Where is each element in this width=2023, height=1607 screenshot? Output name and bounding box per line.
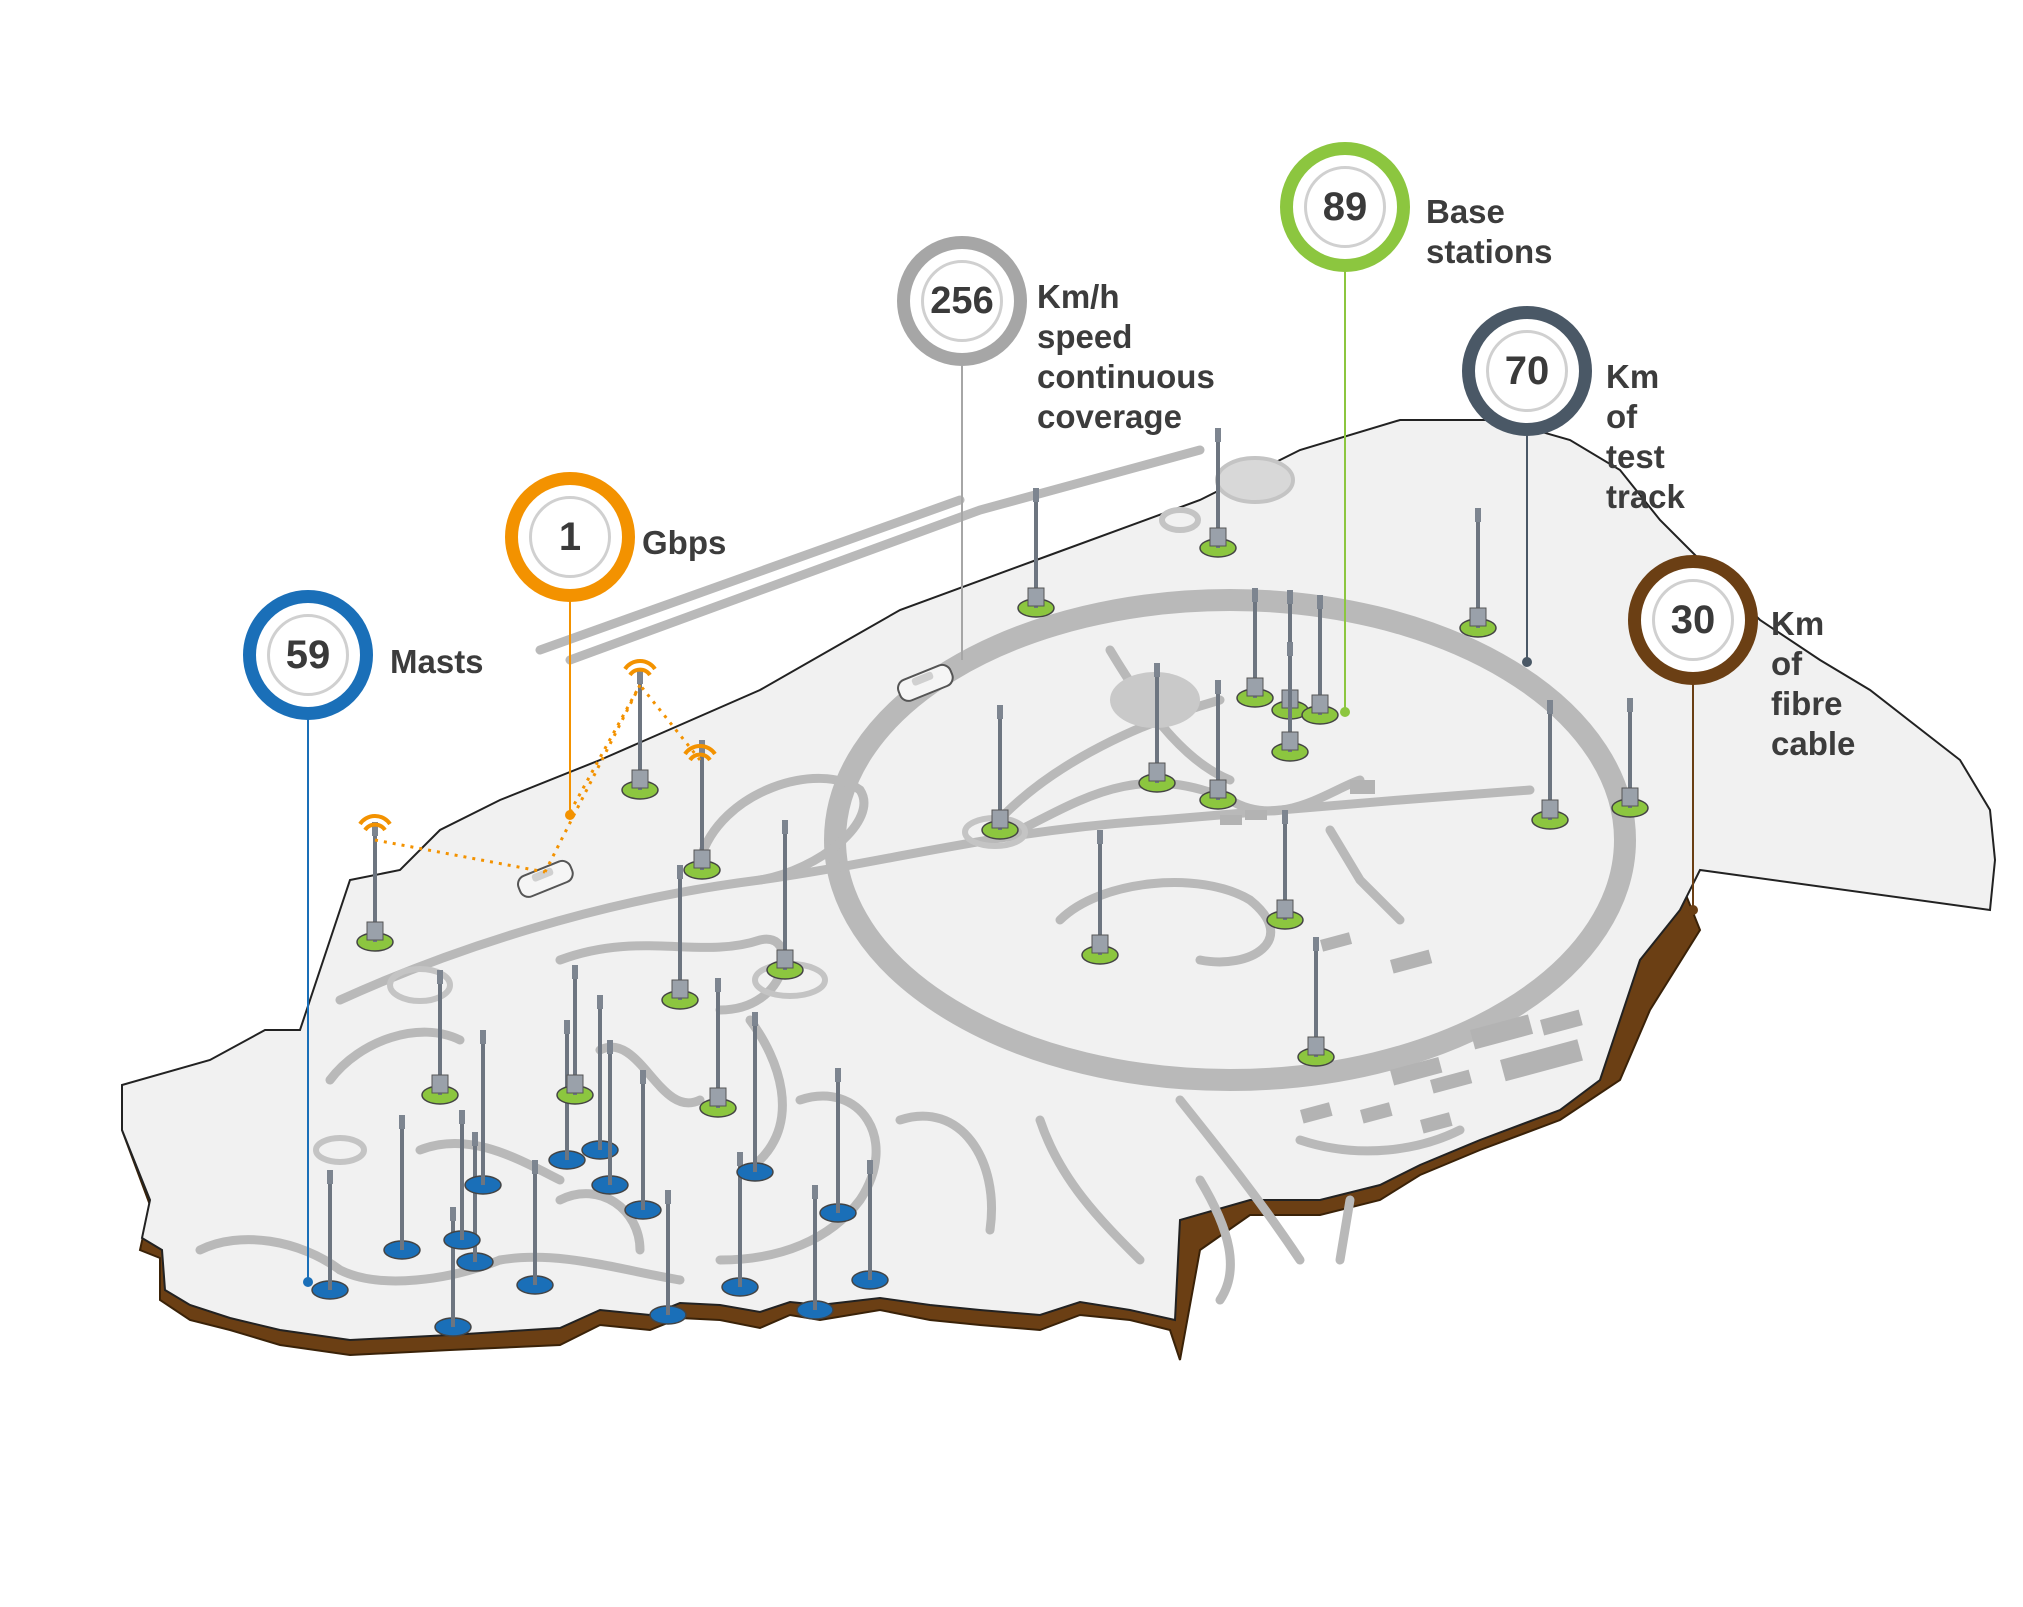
mast-icon [649, 1190, 687, 1325]
roundabout [387, 966, 453, 1004]
fibre-value: 30 [1670, 597, 1716, 642]
base-station-icon [421, 970, 459, 1105]
base-badge: 89 [1280, 142, 1410, 272]
callout-anchors [303, 657, 1698, 1287]
base-station-icon [981, 705, 1019, 840]
base-station-icon [556, 965, 594, 1105]
mast-icon [548, 1020, 586, 1170]
base-station-icon [699, 978, 737, 1118]
base-station-icon [1611, 698, 1649, 818]
masts-value: 59 [285, 632, 331, 677]
fibre-badge: 30 [1628, 555, 1758, 685]
roundabout [1159, 507, 1201, 533]
base-station-icon [683, 740, 721, 880]
base-station-icon [766, 820, 804, 980]
base-station-icon [1297, 937, 1335, 1067]
signal-icon [358, 659, 717, 832]
speed-value: 256 [930, 279, 994, 322]
mast-icon [516, 1160, 554, 1295]
masts-group [311, 995, 889, 1337]
mast-icon [311, 1170, 349, 1300]
mast-icon [721, 1152, 759, 1297]
mast-icon [456, 1132, 494, 1272]
gbps-value: 1 [558, 514, 582, 559]
fibre-label: Km of fibre cable [1771, 605, 1856, 762]
base-station-icon [1531, 700, 1569, 830]
circular-test-track [824, 589, 1636, 1091]
gbps-badge: 1 [505, 472, 635, 602]
base-stations-group [356, 428, 1649, 1118]
base-station-icon [621, 670, 659, 800]
base-station-icon [356, 822, 394, 952]
mast-icon [591, 1040, 629, 1195]
mast-icon [443, 1110, 481, 1250]
base-station-icon [1301, 595, 1339, 725]
base-station-icon [1459, 508, 1497, 638]
buildings [1220, 780, 1583, 1134]
callout-leaders [307, 270, 1694, 1282]
track-label: Km of test track [1606, 358, 1685, 515]
track-value: 70 [1504, 348, 1550, 393]
base-station-icon [1199, 680, 1237, 810]
mast-icon [624, 1070, 662, 1220]
signal-links [374, 684, 702, 874]
mast-icon [819, 1068, 857, 1223]
base-station-icon [1266, 810, 1304, 930]
gbps-label: Gbps [642, 524, 727, 561]
car-icon [897, 663, 954, 702]
base-value: 89 [1322, 184, 1368, 229]
car-icon [517, 859, 574, 898]
track-badge: 70 [1462, 306, 1592, 436]
speed-badge: 256 [897, 236, 1027, 366]
speed-label: Km/h speed continuous coverage [1037, 278, 1215, 435]
mast-icon [736, 1012, 774, 1182]
masts-badge: 59 [243, 590, 373, 720]
masts-label: Masts [390, 643, 484, 680]
base-station-icon [1017, 488, 1055, 618]
mast-icon [851, 1160, 889, 1290]
base-station-icon [1236, 588, 1274, 708]
base-station-icon [661, 865, 699, 1010]
base-station-icon [1199, 428, 1237, 558]
base-label: Base stations [1426, 193, 1553, 270]
roundabout [1215, 456, 1295, 504]
mast-icon [796, 1185, 834, 1320]
base-station-icon [1081, 830, 1119, 965]
roundabout [313, 1135, 367, 1165]
base-station-icon [1138, 663, 1176, 793]
mast-icon [464, 1030, 502, 1195]
mast-icon [383, 1115, 421, 1260]
base-station-icon [1271, 642, 1309, 762]
